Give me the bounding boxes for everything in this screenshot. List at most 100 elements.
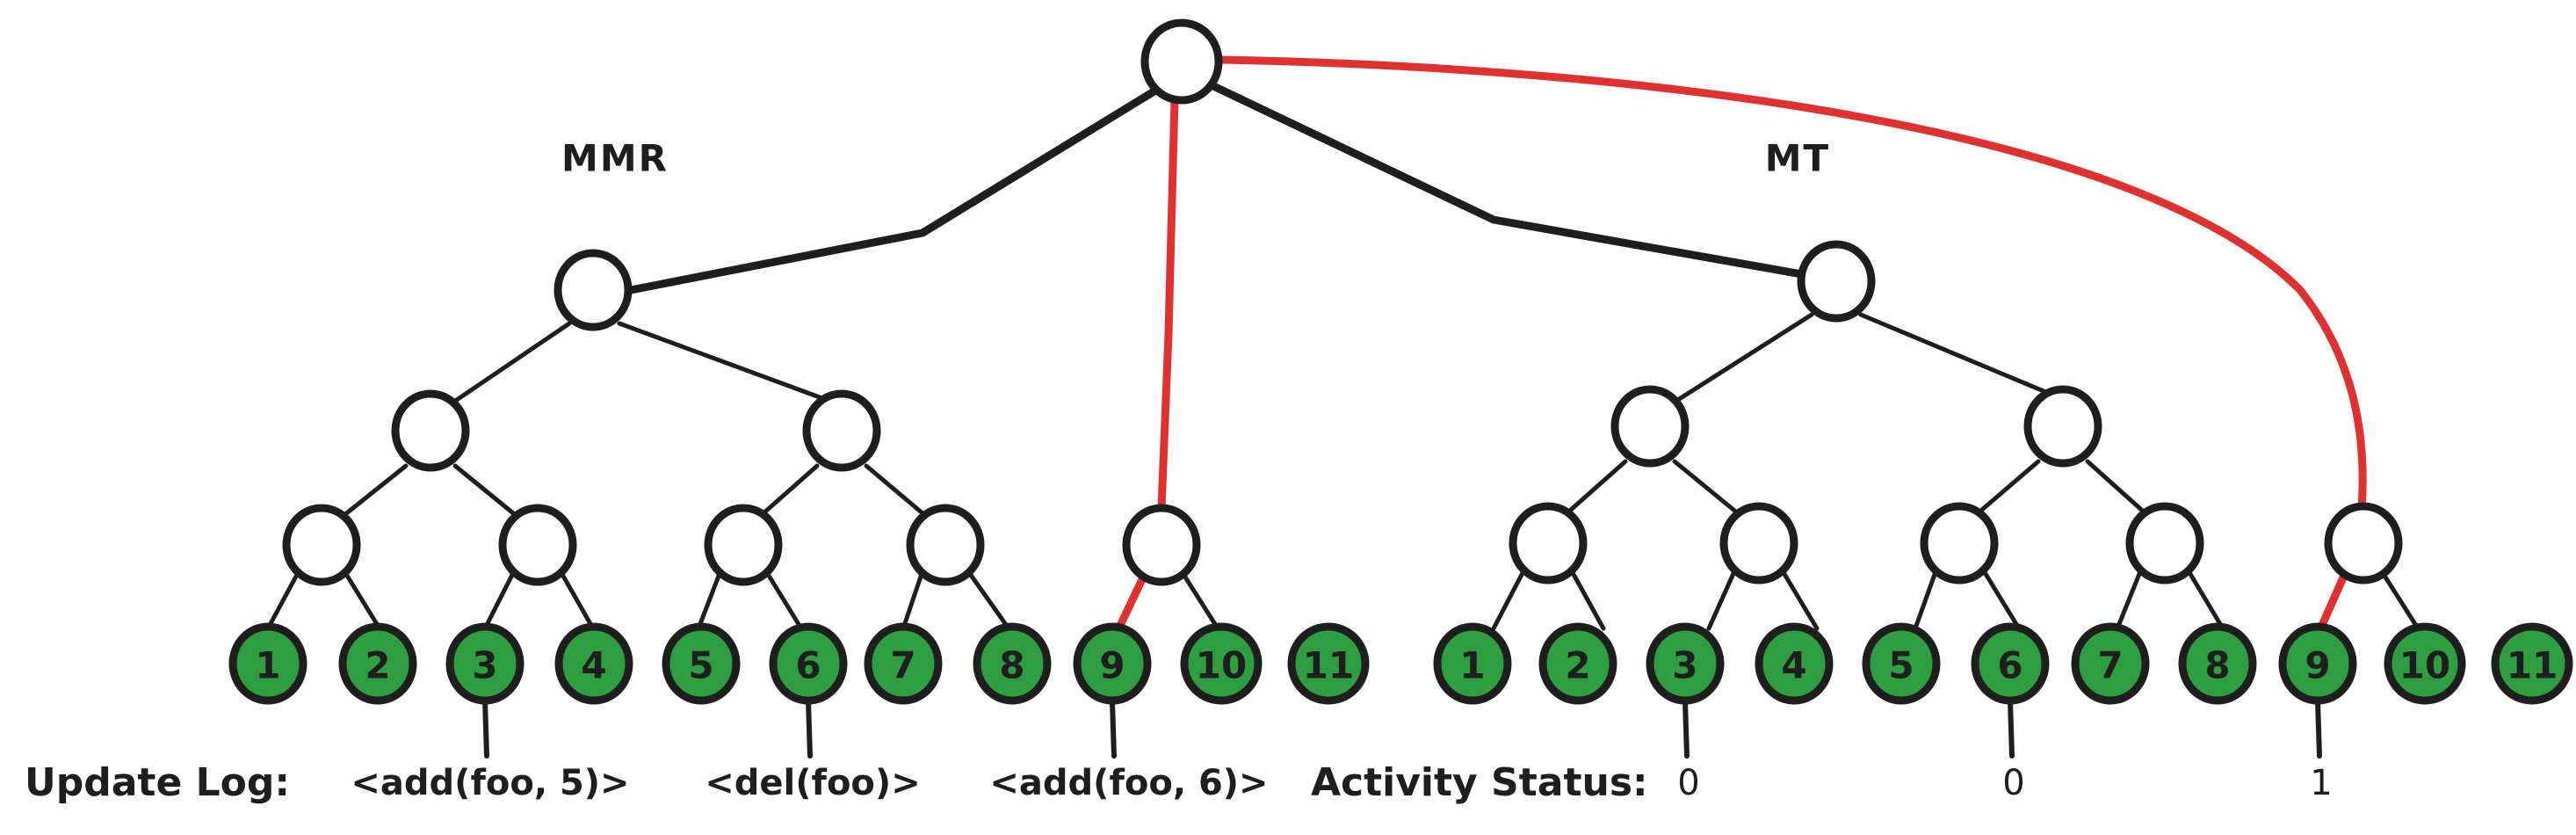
mt-leaf-2[interactable]: 2 [1538,622,1617,705]
mt-leaf-1-label: 1 [1459,644,1485,687]
edge-mt-l2-right [1858,312,2067,403]
edge-mt-l2-left [1671,312,1814,405]
edge-mmr-p56-right [763,569,804,631]
mmr-tick-leaf-3 [482,699,489,759]
mmr-leaf-8-label: 8 [999,644,1024,687]
mt-leaf-5-label: 5 [1888,644,1914,687]
update-log-entry-2: <del(foo)> [705,763,920,803]
mmr-leaf-10[interactable]: 10 [1180,622,1263,705]
mt-leaf-7[interactable]: 7 [2071,622,2150,705]
edge-mmr-p78-right [966,569,1011,631]
mt-leaf-6[interactable]: 6 [1971,622,2050,705]
mmr-tick-leaf-6 [806,699,813,759]
edge-mt-p34-left [1706,567,1738,631]
mt-leaf-4-label: 4 [1781,644,1806,687]
edge-mt-p34-right [1779,567,1820,631]
mt-leaf-5[interactable]: 5 [1862,622,1941,705]
mt-subtree-root-node [1797,240,1876,323]
mt-leaf-7-label: 7 [2097,644,2123,687]
edge-mt-p910-right [2382,573,2422,634]
mmr-node-5-6 [704,504,783,586]
mt-node-1-4 [1610,385,1690,468]
edge-mt-p78-right [2185,567,2225,631]
mmr-leaf-10-label: 10 [1196,644,1247,687]
edge-mt-p78-left [2115,567,2144,631]
mmr-node-5-8 [802,389,881,472]
mmr-leaf-2-label: 2 [365,644,390,687]
mmr-leaf-8[interactable]: 8 [973,622,1052,705]
mt-leaf-3[interactable]: 3 [1646,622,1725,705]
mt-leaf-10-label: 10 [2399,644,2450,687]
mmr-leaf-11[interactable]: 11 [1287,622,1370,705]
mmr-leaf-2[interactable]: 2 [338,622,417,705]
mmr-leaves-group: 1 2 3 4 5 6 7 [228,622,1370,705]
mt-node-3-4 [1719,502,1798,584]
mmr-leaf-3[interactable]: 3 [445,622,525,705]
mt-leaf-1[interactable]: 1 [1433,622,1512,705]
edge-mmr-p910-right [1182,573,1222,634]
mt-leaves-group: 1 2 3 4 5 6 7 [1433,622,2573,705]
edge-mt-p12-right [1568,567,1606,631]
edge-mt-p56-right [1980,567,2022,631]
mmr-leaf-6-label: 6 [795,644,821,687]
mmr-tick-leaf-9 [1110,699,1117,759]
edge-root-to-mt [1204,79,1836,284]
mmr-tree-label: MMR [561,137,669,180]
mt-tick-leaf-6 [2008,699,2015,759]
mmr-leaf-6[interactable]: 6 [769,622,848,705]
mmr-leaf-9-label: 9 [1099,644,1125,687]
mt-node-7-8 [2125,502,2204,584]
activity-status-value-3: 1 [2310,763,2332,803]
mt-tick-leaf-3 [1682,699,1690,759]
mmr-node-1-4 [391,389,470,472]
mmr-node-1-2 [282,504,361,586]
edge-highlight-root-mt [1217,55,2367,514]
update-log-entry-1: <add(foo, 5)> [351,763,629,803]
mmr-leaf-5-label: 5 [688,644,713,687]
mt-leaf-11[interactable]: 11 [2491,622,2573,705]
edge-mt-p12-left [1491,567,1527,631]
edge-mmr-p78-left [901,569,925,631]
mmr-subtree-root-node [554,249,633,331]
activity-status-value-1: 0 [1677,763,1699,803]
edge-root-to-mmr [626,84,1164,294]
mt-node-9-10 [2324,502,2403,584]
edge-mmr-p12-right [342,569,382,631]
edge-mmr-p910-left-highlight [1113,571,1148,635]
mt-leaf-10[interactable]: 10 [2384,622,2466,705]
mt-leaf-8[interactable]: 8 [2178,622,2257,705]
mmr-leaf-1[interactable]: 1 [228,622,308,705]
update-log-caption: Update Log: [25,760,290,805]
mmr-leaf-11-label: 11 [1303,644,1354,687]
mmr-leaf-5[interactable]: 5 [662,622,741,705]
shared-root-node [1140,18,1223,105]
mt-leaf-9-label: 9 [2305,644,2330,687]
mmr-leaf-4[interactable]: 4 [554,622,633,705]
mt-leaf-2-label: 2 [1565,644,1590,687]
mt-tree-label: MT [1765,137,1830,180]
mt-leaf-8-label: 8 [2204,644,2230,687]
mmr-node-9-10 [1122,504,1201,586]
mmr-node-7-8 [906,504,985,586]
update-log-entry-3: <add(foo, 6)> [989,763,1268,803]
mmr-leaf-7[interactable]: 7 [864,622,943,705]
activity-status-caption: Activity Status: [1311,760,1648,805]
mt-node-5-6 [1920,502,1999,584]
edge-mmr-p56-left [696,569,723,631]
mt-leaf-11-label: 11 [2507,644,2558,687]
edge-mmr-p12-left [265,569,301,631]
mmr-leaf-3-label: 3 [472,644,497,687]
mt-leaf-6-label: 6 [1997,644,2022,687]
mt-leaf-9[interactable]: 9 [2278,622,2357,705]
edge-mmr-p34-left [482,569,517,631]
mmr-leaf-1-label: 1 [255,644,280,687]
edge-highlight-root-mmr [1157,94,1179,512]
activity-status-value-2: 0 [2002,763,2024,803]
mmr-node-3-4 [498,504,577,586]
mmr-leaf-9[interactable]: 9 [1073,622,1152,705]
mmr-leaf-4-label: 4 [581,644,606,687]
mt-leaf-4[interactable]: 4 [1755,622,1834,705]
edge-mt-p910-left-highlight [2315,571,2348,635]
